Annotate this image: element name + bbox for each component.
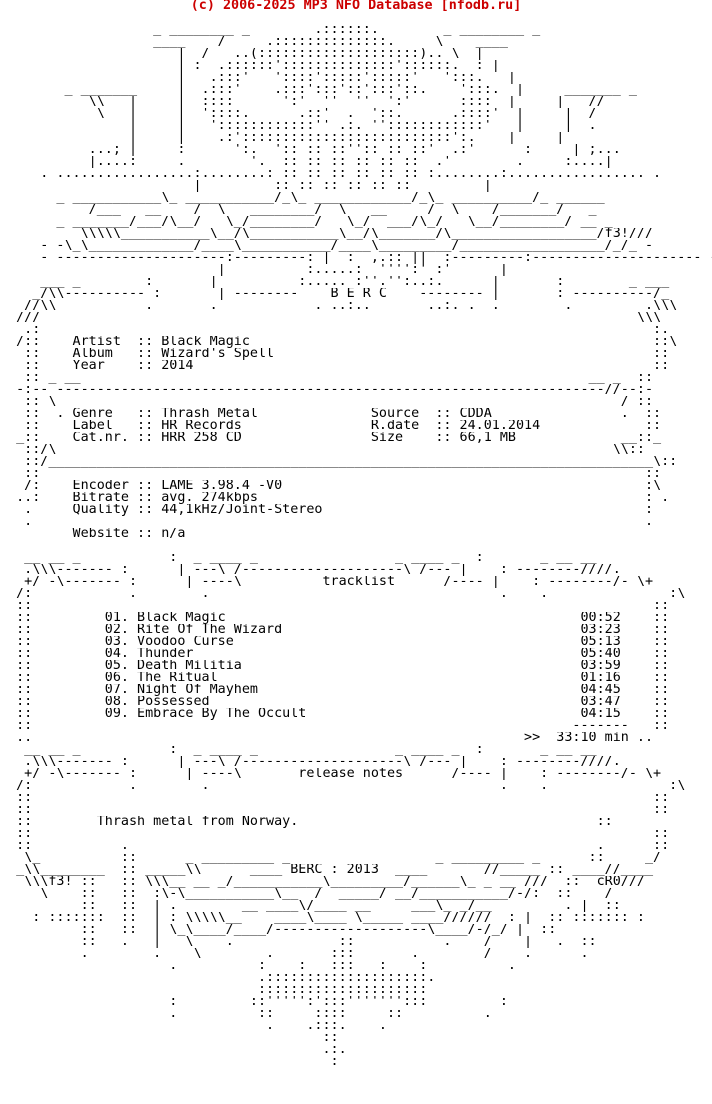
nfo-line: | | .:'::::::::::::::::::::::::::':. | | [0, 132, 565, 144]
nfo-line: ::/\ \\:: [0, 444, 645, 456]
nfo-line: :: :: | . __ ____\/____ __ ___\_ _/__ . … [0, 900, 621, 912]
nfo-line: :: _ __ __ _ :: [0, 372, 654, 384]
nfo-line: :: Thrash metal from Norway. :: [0, 816, 613, 828]
nfo-line: _ ________ _ .::::::. _ ________ _ [0, 24, 541, 36]
nfo-line: -:-- -----------------------------------… [0, 384, 654, 396]
nfo-line: . . [0, 516, 654, 528]
nfo-line: +/ -\------- : | ----\ tracklist /---- |… [0, 576, 654, 588]
nfo-line: :: \ / :: [0, 396, 654, 408]
nfo-line: :: [0, 1032, 339, 1044]
nfo-line: : [0, 1056, 339, 1068]
nfo-line: Website :: n/a [0, 528, 186, 540]
nfo-line: __ __ _ : _ ____ _ _ ____ _ : _ __ __ [0, 552, 597, 564]
nfo-line: | :: :: :: :: :: :: | [0, 180, 492, 192]
nfo-line: /: . . . . :\ [0, 588, 686, 600]
nfo-line: _ _______ | .:::' .:::':::'::':::'::. ':… [0, 84, 637, 96]
nfo-line: ..: Bitrate :: avg. 274kbps : . [0, 492, 670, 504]
nfo-line: | .:::' '::::':::::':::::' ':::. | [0, 72, 516, 84]
nfo-line: .: :. [0, 324, 670, 336]
nfo-line: :: :: [0, 828, 670, 840]
nfo-line: : ::::::: :: | : \\\\\__ ____\____ \____… [0, 912, 645, 924]
nfo-line: | :.....: '''':' :' | [0, 264, 508, 276]
nfo-line: +/ -\------- : | ----\ release notes /--… [0, 768, 662, 780]
nfo-line: - ---------------------:---------: | : ,… [0, 252, 712, 264]
nfo-line: | | '::::::::::::'' .:. ''::::::::::::' … [0, 120, 597, 132]
nfo-line: :: 08. Possessed 03:47 :: [0, 696, 670, 708]
nfo-line: ___ _ : | :..... :''.'':..:. | : _ ___ [0, 276, 670, 288]
nfo-line: .::::::::::::::::::::. [0, 972, 436, 984]
nfo-line: . .:::. . [0, 1020, 387, 1032]
nfo-line: :: 03. Voodoo Curse 05:13 :: [0, 636, 670, 648]
nfo-line: /:: Artist :: Black Magic ::\ [0, 336, 678, 348]
nfo-line: __ __ _ : _ ____ _ _ ____ _ : _ __ __ [0, 744, 597, 756]
nfo-line: .\\\------- : | ---\ /------------------… [0, 756, 621, 768]
nfo-line: :: . . :: [0, 840, 670, 852]
nfo-line [0, 12, 712, 24]
nfo-line: :: :: [0, 792, 670, 804]
nfo-line: :: 07. Night Of Mayhem 04:45 :: [0, 684, 670, 696]
nfo-line: ____ / .::::::::::::::. \ ____ [0, 36, 508, 48]
nfo-line: \\\f3! :: :: \\\__ __ _/___________\____… [0, 876, 645, 888]
nfo-line: :: Label :: HR Records R.date :: 24.01.2… [0, 420, 662, 432]
nfo-line: :: 01. Black Magic 00:52 :: [0, 612, 670, 624]
nfo-line: \\\\\___________\__/\___________\__/\___… [0, 228, 654, 240]
nfo-line: :: :: [0, 804, 670, 816]
nfo-line: \_ :: _ _________ _ _ _________ _ :: _/ [0, 852, 662, 864]
nfo-line: . :: :::: :: . [0, 1008, 492, 1020]
nfo-line: :: :: [0, 600, 670, 612]
nfo-line: _ ___________\_ ___________/_\_ ________… [0, 192, 605, 204]
nfo-body: _ ________ _ .::::::. _ ________ _ ____ … [0, 12, 712, 1092]
nfo-line: \ :: :: :\-\___________\__ / _____/ __/_… [0, 888, 613, 900]
nfo-line: | : .::::::'::::::::::::::'::::::. : | [0, 60, 500, 72]
nfo-line: . .................:........: :: :: :: :… [0, 168, 662, 180]
nfo-line: _\\________ :: _____\\ ____ BERC : 2013 … [0, 864, 654, 876]
nfo-line [0, 540, 712, 552]
nfo-line: ::/_____________________________________… [0, 456, 678, 468]
nfo-line: .\\\------- : | ---\ /------------------… [0, 564, 621, 576]
nfo-line: _:: Cat.nr. :: HRR 258 CD Size :: 66,1 M… [0, 432, 662, 444]
nfo-line: /___ __ / \ ________/ \ __ / \ /_______/… [0, 204, 597, 216]
nfo-line: . . \ . ::: . / . . [0, 948, 589, 960]
nfo-line [0, 1068, 712, 1080]
nfo-line: _ _______/___/\__/ \_/________/ \_/ ___/… [0, 216, 613, 228]
nfo-line: :: 04. Thunder 05:40 :: [0, 648, 670, 660]
nfo-line: :: . Genre :: Thrash Metal Source :: CDD… [0, 408, 662, 420]
nfo-line: :: 06. The Ritual 01:16 :: [0, 672, 670, 684]
nfo-line: - -\_\_____________/____\___________/___… [0, 240, 654, 252]
nfo-line: :: Year :: 2014 :: [0, 360, 670, 372]
nfo-line [0, 1080, 712, 1092]
nfo-line: :: 02. Rite Of The Wizard 03:23 :: [0, 624, 670, 636]
nfo-line: ...; | : ':. ':: :: ::'':: :: ::' .:' : … [0, 144, 621, 156]
nfo-line: ::::::::::::::::::::: [0, 984, 428, 996]
nfo-line: |....: . '. :: :: :: :: :: :: .' . :....… [0, 156, 613, 168]
nfo-line: . Quality :: 44,1kHz/Joint-Stereo : [0, 504, 654, 516]
nfo-line: //\\ . . . ..:.. ..:. . . . .\\\ [0, 300, 678, 312]
nfo-line: .:. [0, 1044, 347, 1056]
nfo-line: :: :: [0, 468, 662, 480]
nfo-line: . : : ::: : : . [0, 960, 516, 972]
nfo-line: \\ | | :::: ':' '' '' ':' :::: | | // [0, 96, 605, 108]
nfo-line: /: . . . . :\ [0, 780, 686, 792]
nfo-line: /: Encoder :: LAME 3.98.4 -V0 :\ [0, 480, 662, 492]
nfo-line: :: . | \ . :: . / | . :: [0, 936, 597, 948]
nfo-line: :: Album :: Wizard's Spell :: [0, 348, 670, 360]
nfo-line: .. >> 33:10 min .. [0, 732, 654, 744]
nfo-line: :: ------- :: [0, 720, 670, 732]
nfo-line: | / ..(::::::::::::::::::::).. \ | [0, 48, 484, 60]
nfo-line: /// \\\ [0, 312, 662, 324]
nfo-line: \ | | '::::. .::' . '::. .::::' | | / [0, 108, 597, 120]
site-header: (c) 2006-2025 MP3 NFO Database [nfodb.ru… [190, 0, 522, 12]
nfo-line: : ::''''':':::'''''''::: : [0, 996, 508, 1008]
nfo-line: _/\\---------- : | -------- B E R C ----… [0, 288, 670, 300]
nfo-line: :: 05. Death Militia 03:59 :: [0, 660, 670, 672]
nfo-line: :: :: | \_\____/____/-------------------… [0, 924, 557, 936]
nfo-line: :: 09. Embrace By The Occult 04:15 :: [0, 708, 670, 720]
